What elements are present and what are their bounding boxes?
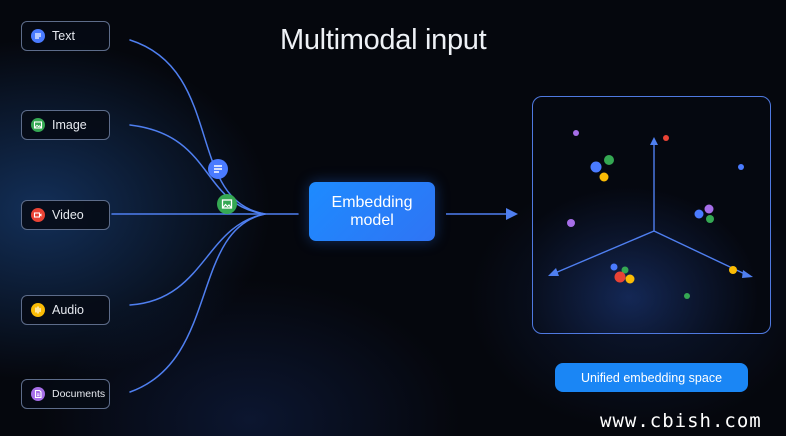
watermark: www.cbish.com — [600, 410, 762, 432]
input-chip-audio-label: Audio — [52, 303, 84, 317]
input-chip-image-label: Image — [52, 118, 87, 132]
embedding-model-line2: model — [350, 211, 394, 229]
input-chip-image[interactable]: Image — [21, 110, 110, 140]
embedding-point — [625, 274, 635, 284]
input-chip-video-label: Video — [52, 208, 84, 222]
embedding-point — [590, 161, 602, 173]
page-title: Multimodal input — [280, 24, 487, 56]
video-icon — [31, 208, 45, 222]
embedding-point — [694, 209, 704, 219]
input-chip-audio[interactable]: Audio — [21, 295, 110, 325]
embedding-model-line1: Embedding — [331, 193, 413, 211]
embedding-point — [738, 164, 744, 170]
embedding-point — [614, 271, 626, 283]
text-doc-icon — [208, 159, 228, 179]
input-chip-documents-label: Documents — [52, 388, 106, 400]
unified-embedding-space-label: Unified embedding space — [555, 363, 748, 392]
embedding-model-box: Embedding model — [309, 182, 435, 241]
axis-left — [554, 230, 655, 274]
embedding-space-panel — [532, 96, 771, 334]
embedding-point — [729, 266, 737, 274]
image-icon — [217, 194, 237, 214]
documents-icon — [31, 387, 45, 401]
embedding-point — [704, 204, 714, 214]
embedding-point — [604, 155, 614, 165]
embedding-point — [567, 219, 575, 227]
image-icon — [31, 118, 45, 132]
axis-left-arrowhead — [548, 268, 559, 276]
embedding-point — [663, 135, 669, 141]
wire-documents — [129, 213, 266, 393]
wire-audio — [129, 213, 266, 306]
embedding-point — [706, 215, 714, 223]
input-chip-documents[interactable]: Documents — [21, 379, 110, 409]
embedding-point — [610, 263, 618, 271]
embedding-point — [599, 172, 609, 182]
embedding-point — [621, 266, 629, 274]
audio-icon — [31, 303, 45, 317]
input-chip-text[interactable]: Text — [21, 21, 110, 51]
axis-up-arrowhead — [650, 137, 658, 145]
wire-image — [129, 124, 266, 215]
arrow-to-space-head — [506, 208, 518, 220]
wire-text — [129, 39, 266, 215]
text-doc-icon — [31, 29, 45, 43]
embedding-point — [573, 130, 579, 136]
embedding-space-plot — [548, 130, 753, 299]
input-chip-text-label: Text — [52, 29, 75, 43]
embedding-point — [684, 293, 690, 299]
axis-right-arrowhead — [742, 270, 753, 278]
input-chip-video[interactable]: Video — [21, 200, 110, 230]
